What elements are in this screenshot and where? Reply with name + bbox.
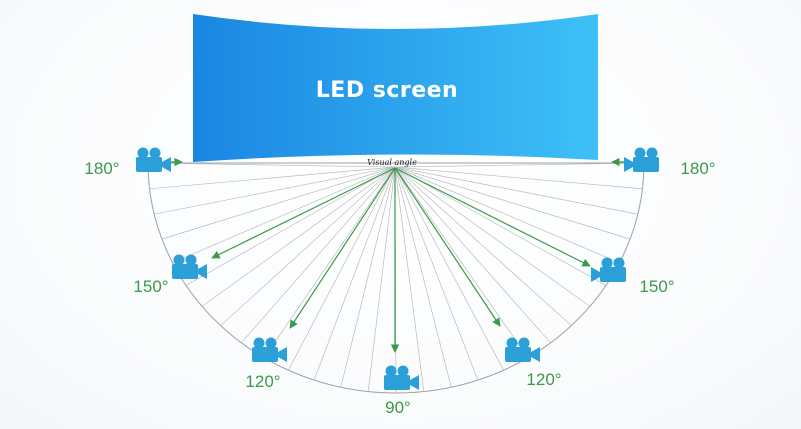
arrow-right-150 [394, 167, 591, 267]
led-screen-label: LED screen [316, 78, 458, 103]
fan-line [394, 166, 607, 286]
arrow-left-120 [289, 167, 396, 329]
angle-label-right-180: 180° [680, 159, 715, 178]
fan-line [154, 166, 396, 215]
video-camera-icon [136, 147, 171, 172]
led-screen-panel [193, 14, 598, 162]
fan-line [394, 166, 591, 307]
fan-line [394, 166, 452, 388]
fan-line [394, 166, 529, 358]
video-camera-icon [591, 257, 626, 282]
fan-line [185, 166, 396, 286]
fan-line [172, 166, 396, 264]
fan-line [394, 166, 425, 392]
fan-line [394, 166, 631, 240]
angle-label-left-150: 150° [133, 277, 168, 296]
fan-line [394, 166, 479, 381]
angle-label-left-120: 120° [245, 372, 280, 391]
fan-line [394, 166, 504, 371]
led-screen: LED screen [193, 14, 598, 162]
fan-line [394, 166, 638, 215]
fan-line [220, 166, 396, 326]
fan-line [161, 166, 396, 240]
angle-label-right-150: 150° [639, 277, 674, 296]
fan-line [367, 166, 396, 392]
arrow-right-120 [394, 167, 501, 327]
fan-line [149, 166, 396, 190]
video-camera-icon [505, 337, 540, 362]
fan-line [394, 162, 645, 168]
fan-line [394, 166, 620, 264]
fan-line [394, 166, 643, 190]
fan-line [263, 166, 396, 358]
viewing-fan-lines [147, 162, 645, 394]
fan-line [313, 166, 396, 381]
video-camera-icon [172, 254, 207, 279]
fan-line [394, 166, 572, 326]
video-camera-icon [384, 365, 419, 390]
fan-line [340, 166, 396, 388]
arrow-left-150 [211, 167, 396, 259]
angle-label-left-180: 180° [84, 159, 119, 178]
visual-angle-label: Visual angle [367, 158, 417, 167]
angle-label-right-120: 120° [526, 370, 561, 389]
fan-line [147, 162, 396, 168]
fan-line [288, 166, 396, 371]
video-camera-icon [624, 147, 659, 172]
sight-arrows [168, 157, 628, 353]
fan-line [241, 166, 396, 344]
video-camera-icon [252, 337, 287, 362]
angle-label-center-90: 90° [385, 398, 411, 417]
fan-line [201, 166, 396, 307]
fan-line [394, 166, 551, 344]
